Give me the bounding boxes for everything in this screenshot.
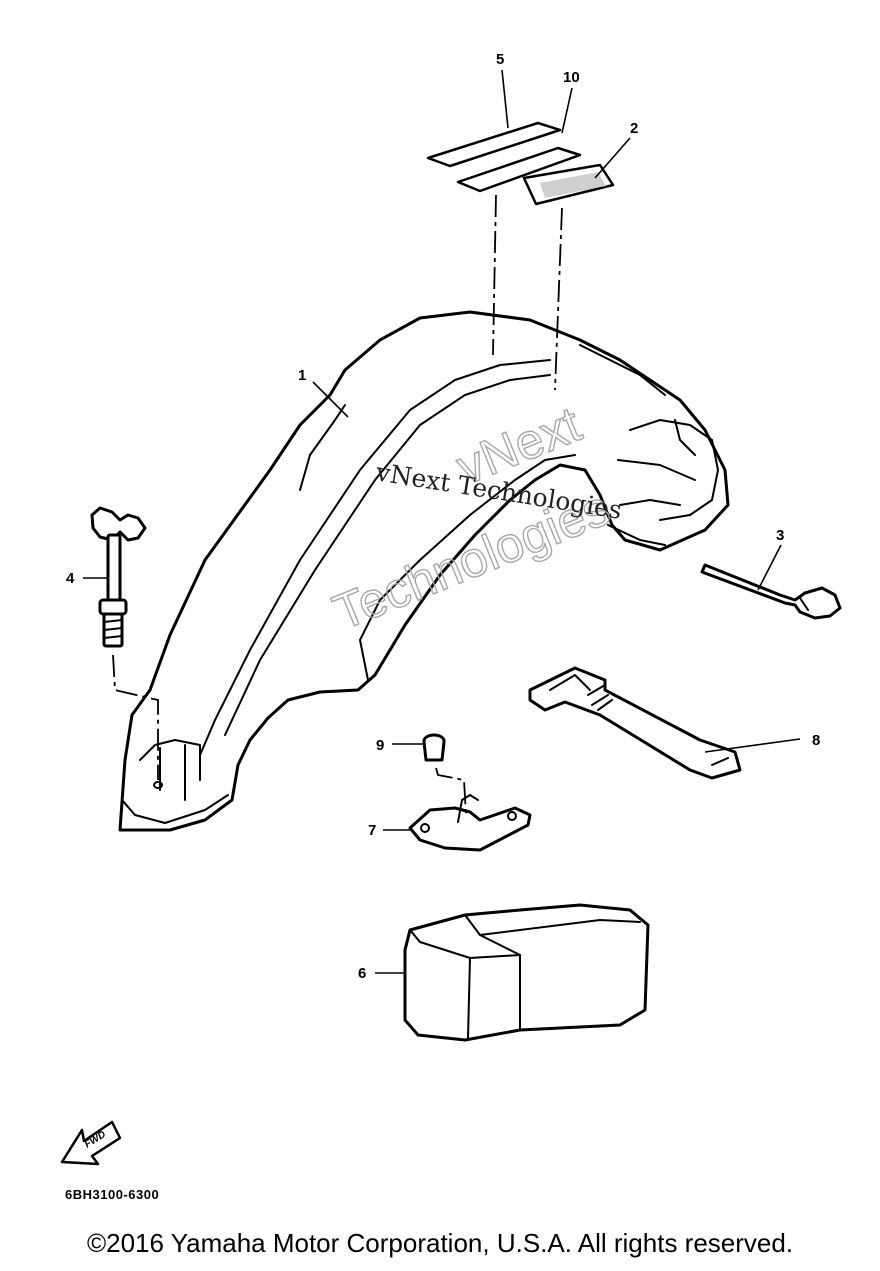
part-code: 6BH3100-6300 — [65, 1187, 160, 1202]
callout-4: 4 — [66, 570, 75, 587]
part-6-box[interactable] — [403, 903, 650, 1042]
assembly-lines — [112, 194, 563, 816]
part-2-decal[interactable] — [522, 163, 615, 206]
callout-7: 7 — [368, 822, 376, 839]
callout-3: 3 — [776, 527, 784, 544]
part-5-decal[interactable] — [426, 121, 562, 168]
callout-1: 1 — [298, 367, 306, 384]
callout-6: 6 — [358, 965, 366, 982]
callout-2: 2 — [630, 120, 638, 137]
part-10-decal[interactable] — [456, 146, 582, 193]
part-1-engine-cover[interactable] — [118, 310, 730, 832]
callout-8: 8 — [812, 732, 820, 749]
callout-10: 10 — [563, 69, 580, 86]
fwd-arrow-icon: FWD — [60, 1120, 122, 1166]
callout-5: 5 — [496, 51, 504, 68]
part-8-strap[interactable] — [528, 666, 742, 780]
callout-9: 9 — [376, 737, 384, 754]
part-9-cap[interactable] — [422, 733, 446, 762]
part-4-wing-bolt[interactable] — [90, 506, 147, 648]
part-7-bracket[interactable] — [408, 794, 532, 852]
part-3-rod[interactable] — [700, 563, 842, 620]
copyright-notice: ©2016 Yamaha Motor Corporation, U.S.A. A… — [86, 1228, 794, 1258]
leader-lines — [83, 69, 801, 974]
